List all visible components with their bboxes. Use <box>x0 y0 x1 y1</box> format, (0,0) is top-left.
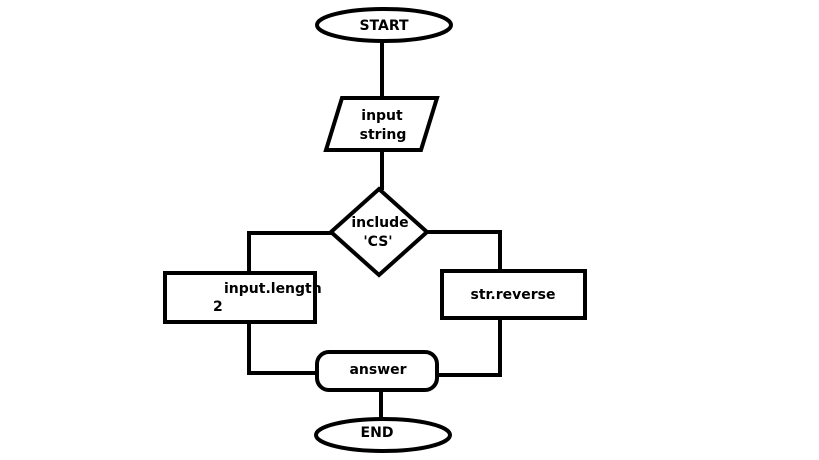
input-parallelogram <box>323 96 440 152</box>
connector-right-answer <box>436 319 502 377</box>
left-process-box <box>163 271 317 324</box>
answer-label: answer <box>349 362 406 378</box>
decision-label-line1: include <box>351 215 408 231</box>
decision-diamond <box>328 186 430 278</box>
connector-decision-right <box>426 230 502 273</box>
left-box-label-line1: input.length <box>224 281 322 297</box>
start-label: START <box>359 18 409 34</box>
end-terminal <box>314 417 452 453</box>
right-process-box <box>440 269 587 320</box>
end-label: END <box>361 425 394 441</box>
input-label-line1: input <box>361 108 403 124</box>
input-label-line2: string <box>360 127 407 143</box>
right-box-label: str.reverse <box>470 287 555 303</box>
connector-decision-left <box>247 231 332 275</box>
left-box-label-line2: 2 <box>213 299 223 315</box>
connector-left-answer <box>247 322 318 375</box>
decision-label-line2: 'CS' <box>363 234 392 250</box>
answer-output <box>315 350 439 392</box>
start-terminal <box>315 7 453 43</box>
